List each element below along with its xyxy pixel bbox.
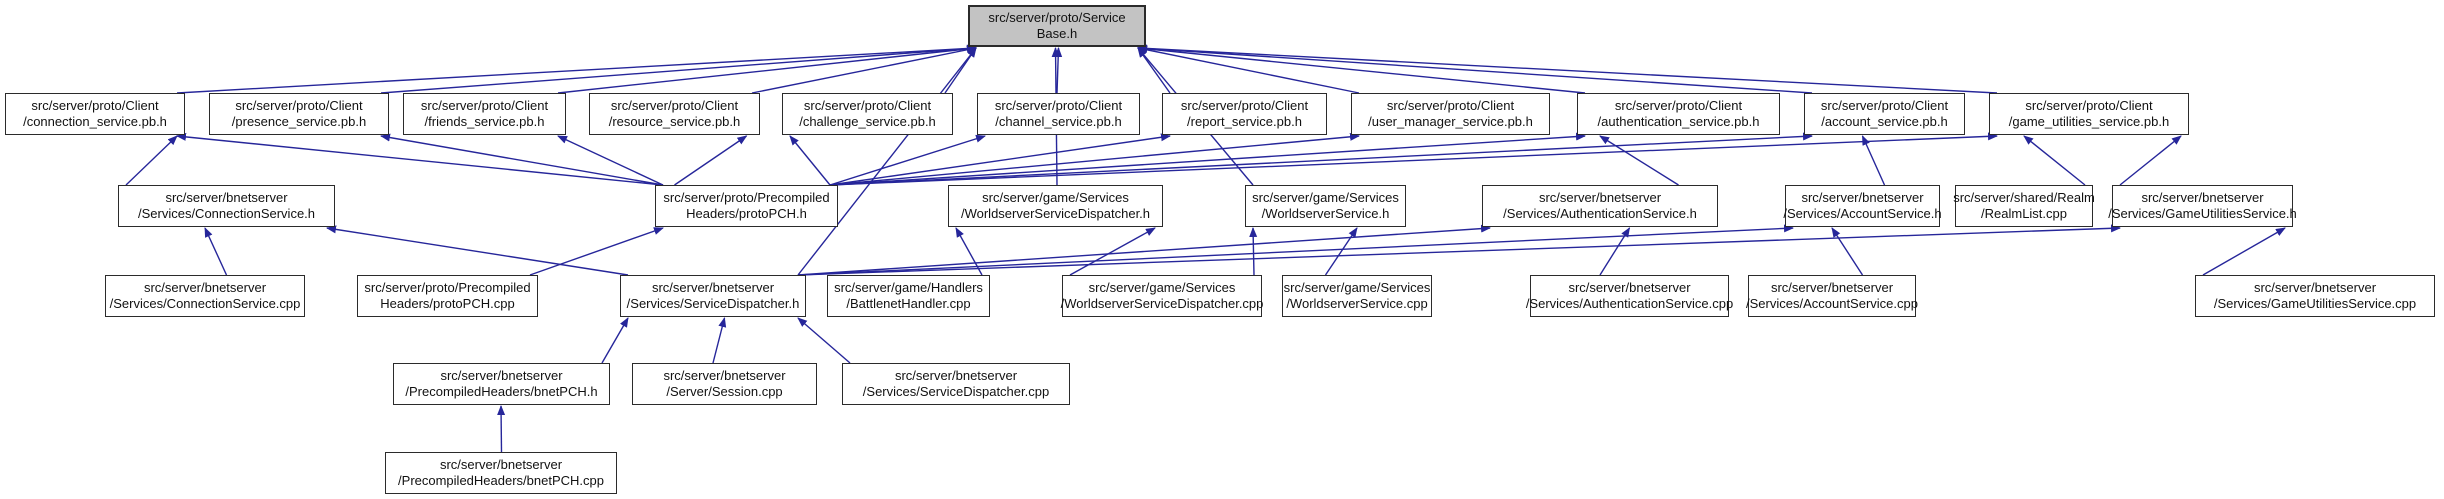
dependency-edge	[497, 405, 506, 453]
dependency-edge	[712, 317, 727, 364]
dependency-edge	[1137, 44, 1586, 94]
dependency-edge	[1249, 227, 1258, 276]
node-worldserverservicedispatcher-h[interactable]: src/server/game/Services /WorldserverSer…	[948, 185, 1163, 227]
node-worldserverservice-h[interactable]: src/server/game/Services /WorldserverSer…	[1245, 185, 1406, 227]
dependency-edge	[204, 227, 228, 276]
dependency-edge	[1599, 227, 1631, 276]
dependency-edge	[1599, 135, 1679, 186]
node-account-service-pb-h[interactable]: src/server/proto/Client /account_service…	[1804, 93, 1965, 135]
node-user-manager-service-pb-h[interactable]: src/server/proto/Client /user_manager_se…	[1351, 93, 1550, 135]
dependency-edge	[380, 133, 664, 186]
node-report-service-pb-h[interactable]: src/server/proto/Client /report_service.…	[1162, 93, 1327, 135]
dependency-edge	[1137, 44, 1813, 94]
node-accountservice-cpp[interactable]: src/server/bnetserver /Services/AccountS…	[1746, 275, 1918, 317]
node-channel-service-pb-h[interactable]: src/server/proto/Client /channel_service…	[977, 93, 1140, 135]
dependency-edge	[557, 44, 977, 94]
dependency-edge	[326, 225, 629, 276]
node-realmlist-cpp[interactable]: src/server/shared/Realm /RealmList.cpp	[1953, 185, 2095, 227]
dependency-edge	[2202, 227, 2286, 276]
dependency-edge	[829, 133, 1171, 186]
dependency-edge	[1137, 44, 1998, 94]
node-bnetpch-h[interactable]: src/server/bnetserver /PrecompiledHeader…	[393, 363, 610, 405]
node-bnetpch-cpp[interactable]: src/server/bnetserver /PrecompiledHeader…	[385, 452, 617, 494]
node-gameutilitiesservice-cpp[interactable]: src/server/bnetserver /Services/GameUtil…	[2195, 275, 2435, 317]
node-accountservice-h[interactable]: src/server/bnetserver /Services/AccountS…	[1783, 185, 1942, 227]
dependency-edge	[380, 44, 977, 94]
dependency-edge	[797, 224, 1491, 276]
dependency-edge	[1069, 227, 1156, 276]
dependency-edge	[601, 317, 629, 364]
dependency-edge	[529, 227, 664, 276]
dependency-edge	[829, 132, 1813, 186]
node-connectionservice-h[interactable]: src/server/bnetserver /Services/Connecti…	[118, 185, 335, 227]
node-worldserverservice-cpp[interactable]: src/server/game/Services /WorldserverSer…	[1282, 275, 1432, 317]
node-authenticationservice-cpp[interactable]: src/server/bnetserver /Services/Authenti…	[1526, 275, 1733, 317]
node-session-cpp[interactable]: src/server/bnetserver /Server/Session.cp…	[632, 363, 817, 405]
dependency-edge	[789, 135, 831, 186]
node-protopch-cpp[interactable]: src/server/proto/Precompiled Headers/pro…	[357, 275, 538, 317]
dependency-edge	[1831, 227, 1864, 276]
node-servicedispatcher-cpp[interactable]: src/server/bnetserver /Services/ServiceD…	[842, 363, 1070, 405]
dependency-edge	[125, 135, 178, 186]
node-connectionservice-cpp[interactable]: src/server/bnetserver /Services/Connecti…	[105, 275, 305, 317]
node-worldserverservicedispatcher-cpp[interactable]: src/server/game/Services /WorldserverSer…	[1061, 275, 1263, 317]
dependency-edge	[829, 132, 1998, 186]
dependency-edge	[2119, 135, 2182, 186]
node-authentication-service-pb-h[interactable]: src/server/proto/Client /authentication_…	[1577, 93, 1780, 135]
node-game-utilities-service-pb-h[interactable]: src/server/proto/Client /game_utilities_…	[1989, 93, 2189, 135]
node-servicedispatcher-h[interactable]: src/server/bnetserver /Services/ServiceD…	[620, 275, 806, 317]
node-presence-service-pb-h[interactable]: src/server/proto/Client /presence_servic…	[209, 93, 389, 135]
dependency-edge	[751, 45, 977, 94]
node-gameutilitiesservice-h[interactable]: src/server/bnetserver /Services/GameUtil…	[2108, 185, 2297, 227]
dependency-edge	[829, 132, 1360, 186]
node-resource-service-pb-h[interactable]: src/server/proto/Client /resource_servic…	[589, 93, 760, 135]
dependency-edge	[797, 224, 2121, 276]
dependency-edge	[1137, 45, 1360, 94]
node-servicebase-h[interactable]: src/server/proto/Service Base.h	[968, 5, 1146, 47]
dependency-edge	[797, 224, 1794, 276]
dependency-edge	[797, 47, 977, 276]
node-connection-service-pb-h[interactable]: src/server/proto/Client /connection_serv…	[5, 93, 185, 135]
node-battlenethandler-cpp[interactable]: src/server/game/Handlers /BattlenetHandl…	[827, 275, 990, 317]
dependency-edge	[1861, 135, 1886, 186]
dependency-edge	[955, 227, 983, 276]
node-challenge-service-pb-h[interactable]: src/server/proto/Client /challenge_servi…	[782, 93, 953, 135]
node-friends-service-pb-h[interactable]: src/server/proto/Client /friends_service…	[403, 93, 566, 135]
dependency-edge	[1324, 227, 1358, 276]
dependency-edge	[829, 132, 1586, 186]
node-protopch-h[interactable]: src/server/proto/Precompiled Headers/pro…	[655, 185, 838, 227]
dependency-edge	[2023, 135, 2086, 186]
dependency-edge	[674, 135, 748, 186]
dependency-edge	[797, 317, 851, 364]
dependency-edge	[176, 44, 977, 94]
dependency-edge	[829, 134, 986, 186]
dependency-edge	[176, 132, 664, 186]
dependency-edge	[557, 135, 664, 186]
node-authenticationservice-h[interactable]: src/server/bnetserver /Services/Authenti…	[1482, 185, 1718, 227]
dependency-edge	[1054, 47, 1063, 94]
